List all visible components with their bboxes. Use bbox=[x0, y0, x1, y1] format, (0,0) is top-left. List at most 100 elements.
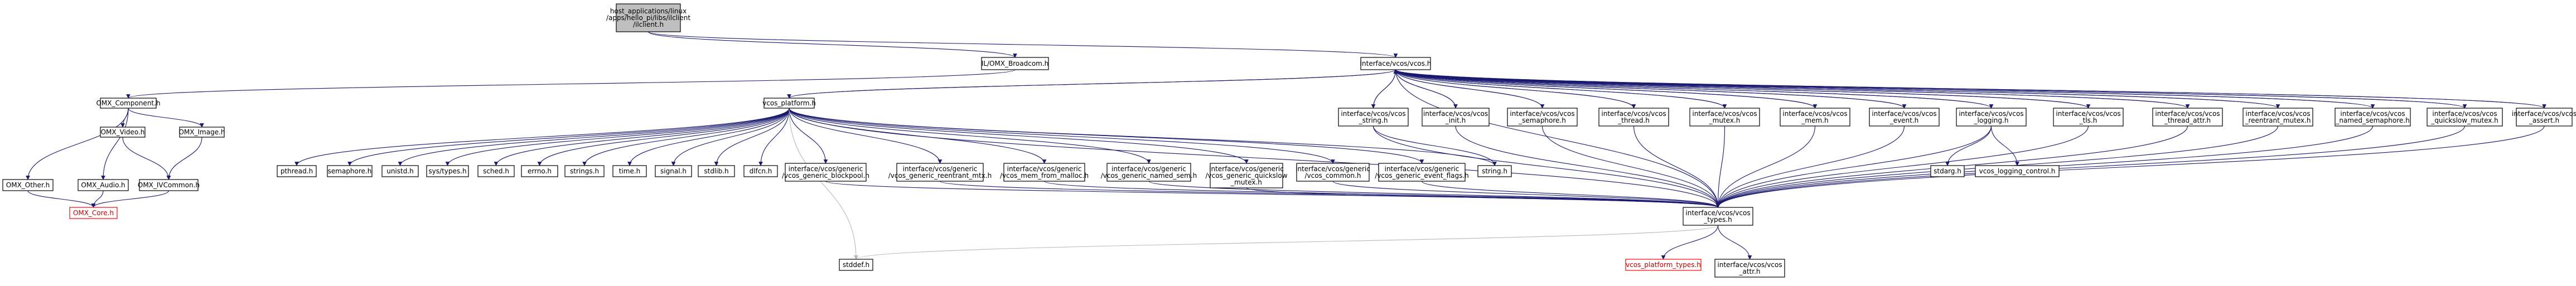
node-dlfcn[interactable]: dlfcn.h bbox=[743, 165, 778, 177]
node-vmutex[interactable]: interface/vcos/vcos_mutex.h bbox=[1689, 108, 1760, 127]
node-vtypes[interactable]: interface/vcos/vcos_types.h bbox=[1683, 207, 1753, 226]
node-vsemaphore[interactable]: interface/vcos/vcos_semaphore.h bbox=[1507, 108, 1578, 127]
node-vreentrant[interactable]: interface/vcos/vcos_reentrant_mutex.h bbox=[2242, 108, 2313, 127]
node-vlogging[interactable]: interface/vcos/vcos_logging.h bbox=[1956, 108, 2027, 127]
node-stringh[interactable]: string.h bbox=[1477, 165, 1512, 177]
node-vmem[interactable]: interface/vcos/vcos_mem.h bbox=[1780, 108, 1850, 127]
edge-vtypes-to-stddef bbox=[854, 225, 1719, 260]
node-quickslow[interactable]: interface/vcos/generic/vcos_generic_quic… bbox=[1205, 163, 1288, 188]
node-vevent[interactable]: interface/vcos/vcos_event.h bbox=[1869, 108, 1940, 127]
node-omxother[interactable]: OMX_Other.h bbox=[2, 179, 54, 191]
node-omxvideo[interactable]: OMX_Video.h bbox=[100, 127, 146, 138]
node-label-line: _string.h bbox=[1359, 117, 1388, 124]
node-signal[interactable]: signal.h bbox=[655, 165, 692, 177]
node-vthreadattr[interactable]: interface/vcos/vcos_thread_attr.h bbox=[2152, 108, 2223, 127]
node-vnamedsem[interactable]: interface/vcos/vcos_named_semaphore.h bbox=[2335, 108, 2411, 127]
node-label-line: IL/OMX_Broadcom.h bbox=[982, 60, 1049, 67]
edge-layer bbox=[26, 31, 2546, 260]
node-box bbox=[1956, 108, 2027, 127]
node-label-line: stdarg.h bbox=[1934, 167, 1961, 175]
node-box bbox=[1689, 108, 1760, 127]
node-blockpool[interactable]: interface/vcos/generic/vcos_generic_bloc… bbox=[782, 163, 869, 182]
node-vtls[interactable]: interface/vcos/vcos_tls.h bbox=[2053, 108, 2124, 127]
edge-vlogging-to-stdarg bbox=[1945, 125, 1992, 166]
node-reentrant[interactable]: interface/vcos/generic/vcos_generic_reen… bbox=[888, 163, 992, 182]
node-label-line: _thread_attr.h bbox=[2164, 117, 2211, 124]
node-vcosplat[interactable]: vcos_platform.h bbox=[762, 98, 816, 109]
node-logctl[interactable]: vcos_logging_control.h bbox=[1975, 165, 2060, 177]
node-label-line: interface/vcos/vcos bbox=[2155, 110, 2220, 118]
node-root: host_applications/linux/apps/hello_pi/li… bbox=[606, 3, 690, 32]
edge-vcosplat-to-vcos bbox=[789, 69, 1398, 99]
edge-eventflags-to-vtypes bbox=[1421, 181, 1720, 208]
node-vinit[interactable]: interface/vcos/vcos_init.h bbox=[1422, 108, 1490, 127]
node-box bbox=[1210, 163, 1283, 188]
node-label-line: interface/vcos/generic bbox=[1209, 165, 1284, 173]
node-label-line: interface/vcos/generic bbox=[789, 165, 863, 173]
node-label-line: unistd.h bbox=[386, 167, 414, 175]
node-box bbox=[426, 165, 469, 177]
edge-vinit-to-vtypes bbox=[1455, 125, 1720, 208]
node-box bbox=[655, 165, 692, 177]
edge-memfrommalloc-to-vtypes bbox=[1043, 181, 1720, 208]
node-label-line: string.h bbox=[1482, 167, 1507, 175]
node-label-line: /vcos_generic_quickslow bbox=[1205, 172, 1287, 180]
node-box bbox=[1869, 108, 1940, 127]
node-box bbox=[1930, 165, 1965, 177]
node-label-line: _mutex.h bbox=[1230, 178, 1262, 186]
edge-vstring-to-stringh bbox=[1372, 125, 1497, 166]
node-gencommon[interactable]: interface/vcos/generic/vcos_common.h bbox=[1296, 163, 1370, 182]
edge-vcosplat-to-namedsem bbox=[789, 108, 1151, 164]
node-plattypes[interactable]: vcos_platform_types.h bbox=[1625, 259, 1702, 271]
node-systypes[interactable]: sys/types.h bbox=[426, 165, 469, 177]
node-unistd[interactable]: unistd.h bbox=[381, 165, 419, 177]
node-errno[interactable]: errno.h bbox=[521, 165, 558, 177]
edge-vcos-to-vtypes bbox=[1395, 69, 1720, 208]
node-namedsem[interactable]: interface/vcos/generic/vcos_generic_name… bbox=[1101, 163, 1197, 182]
node-box bbox=[1598, 108, 1669, 127]
node-omxcore[interactable]: OMX_Core.h bbox=[69, 207, 118, 219]
edge-vcosplat-to-strings bbox=[582, 108, 790, 166]
node-stdlib[interactable]: stdlib.h bbox=[698, 165, 735, 177]
node-omximage[interactable]: OMX_Image.h bbox=[178, 127, 225, 138]
node-time[interactable]: time.h bbox=[612, 165, 647, 177]
node-label-line: _semaphore.h bbox=[1518, 117, 1566, 124]
edge-vcosplat-to-eventflags bbox=[789, 108, 1424, 164]
edge-vsemaphore-to-vcos bbox=[1393, 69, 1543, 109]
node-vstring[interactable]: interface/vcos/vcos_string.h bbox=[1338, 108, 1409, 127]
node-box bbox=[2152, 108, 2223, 127]
node-strings[interactable]: strings.h bbox=[564, 165, 605, 177]
node-box bbox=[2516, 108, 2573, 127]
node-omxaudio[interactable]: OMX_Audio.h bbox=[78, 179, 129, 191]
node-box bbox=[612, 165, 647, 177]
node-ilbroadcom[interactable]: IL/OMX_Broadcom.h bbox=[981, 57, 1049, 70]
node-label-line: /vcos_generic_reentrant_mtx.h bbox=[888, 172, 992, 180]
node-memfrommalloc[interactable]: interface/vcos/generic/vcos_mem_from_mal… bbox=[1000, 163, 1089, 182]
node-box bbox=[69, 207, 118, 219]
edge-vcosplat-to-sched bbox=[494, 108, 790, 166]
node-sched[interactable]: sched.h bbox=[477, 165, 515, 177]
node-box bbox=[1625, 259, 1702, 271]
node-label-line: _quickslow_mutex.h bbox=[2430, 117, 2498, 124]
node-vassert[interactable]: interface/vcos/vcos_assert.h bbox=[2512, 108, 2576, 127]
node-omxcomp[interactable]: OMX_Component.h bbox=[96, 98, 161, 109]
edge-vcosplat-to-errno bbox=[537, 108, 790, 166]
node-label-line: /vcos_mem_from_malloc.h bbox=[1000, 172, 1089, 180]
node-label-line: interface/vcos/vcos bbox=[1685, 209, 1750, 217]
node-vattr[interactable]: interface/vcos/vcos_attr.h bbox=[1714, 259, 1785, 278]
node-stddef[interactable]: stddef.h bbox=[839, 259, 873, 271]
node-stdarg[interactable]: stdarg.h bbox=[1930, 165, 1965, 177]
node-omxivcommon[interactable]: OMX_IVCommon.h bbox=[138, 179, 200, 191]
node-label-line: stdlib.h bbox=[704, 167, 728, 175]
edge-vinit-to-vcos bbox=[1393, 69, 1456, 109]
node-vthread[interactable]: interface/vcos/vcos_thread.h bbox=[1598, 108, 1669, 127]
node-label-line: interface/vcos/vcos bbox=[1717, 261, 1782, 269]
node-eventflags[interactable]: interface/vcos/generic/vcos_generic_even… bbox=[1375, 163, 1469, 182]
node-vquickslow[interactable]: interface/vcos/vcos_quickslow_mutex.h bbox=[2427, 108, 2503, 127]
edge-root-to-ilbroadcom bbox=[647, 31, 1017, 58]
node-pthread[interactable]: pthread.h bbox=[277, 165, 317, 177]
node-vcos[interactable]: interface/vcos/vcos.h bbox=[1360, 57, 1432, 70]
node-semaphore[interactable]: semaphore.h bbox=[327, 165, 373, 177]
node-box bbox=[1422, 108, 1490, 127]
node-label-line: strings.h bbox=[570, 167, 599, 175]
